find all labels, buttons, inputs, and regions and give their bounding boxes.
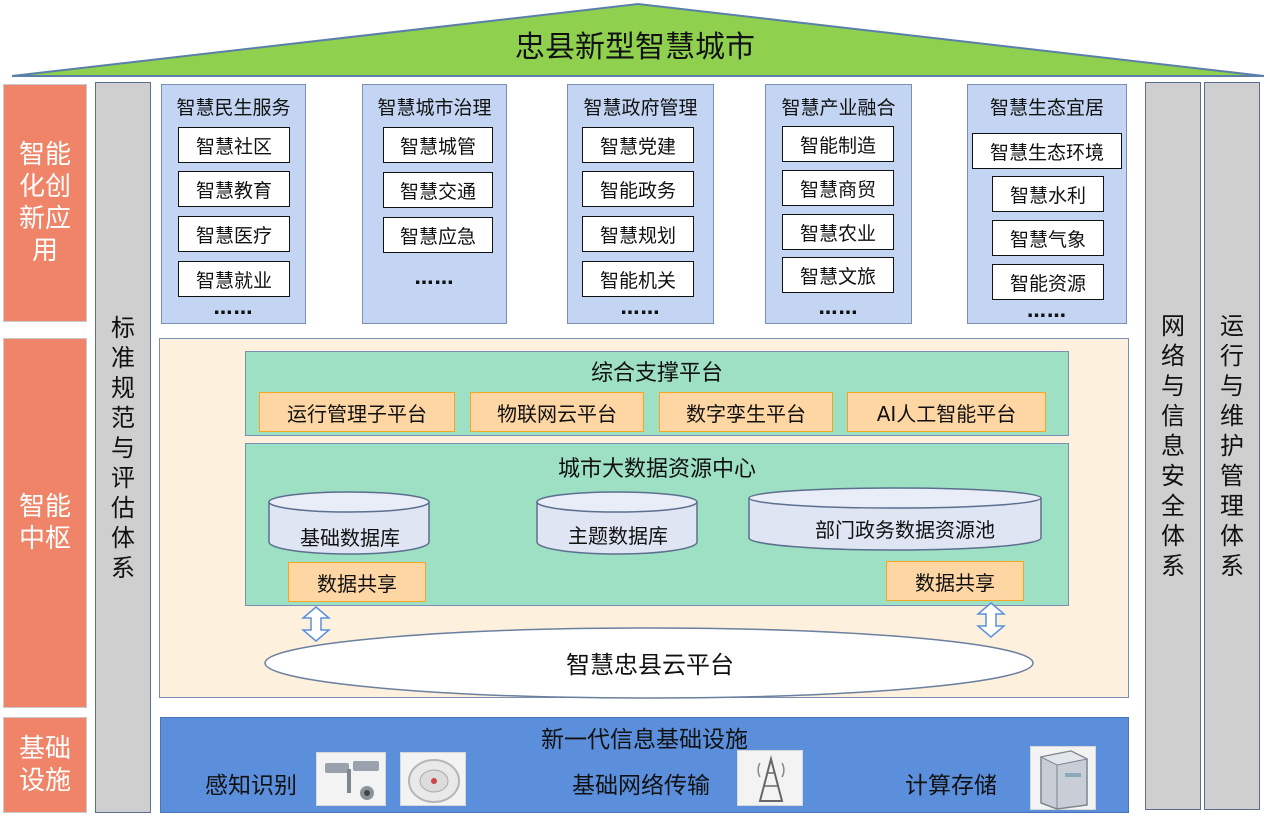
platform-item: 数字孪生平台 [659,392,833,432]
pillar-char: 系 [1220,552,1244,580]
pillar-char: 系 [111,553,135,582]
operations-pillar: 运 行 与 维 护 管 理 体 系 [1204,82,1260,810]
app-item: 智能机关 [582,261,694,297]
pillar-char: 体 [111,523,135,552]
app-item: 智能政务 [582,171,694,207]
more-ellipsis: …… [1027,300,1067,322]
cloud-platform-ellipse [264,627,1034,699]
app-column-industry: 智慧产业融合 智能制造 智慧商贸 智慧农业 智慧文旅 …… [765,84,912,324]
standards-pillar: 标 准 规 范 与 评 估 体 系 [95,82,151,813]
app-item: 智慧水利 [992,176,1104,212]
pillar-char: 标 [111,313,135,342]
app-item: 智能资源 [992,264,1104,300]
pillar-char: 运 [1220,312,1244,340]
app-item: 智慧文旅 [782,257,894,293]
app-item: 智慧规划 [582,216,694,252]
app-column-livelihood: 智慧民生服务 智慧社区 智慧教育 智慧医疗 智慧就业 …… [161,84,306,324]
platform-item: 运行管理子平台 [259,392,455,432]
pillar-char: 护 [1220,432,1244,460]
support-platform: 综合支撑平台 运行管理子平台 物联网云平台 数字孪生平台 AI人工智能平台 [245,351,1069,436]
database-cylinder-department [748,487,1042,551]
database-label: 部门政务数据资源池 [815,517,995,542]
pillar-char: 信 [1161,402,1185,430]
platform-item: 物联网云平台 [470,392,644,432]
infrastructure-title: 新一代信息基础设施 [541,727,748,753]
pillar-char: 准 [111,343,135,372]
pillar-char: 行 [1220,342,1244,370]
bidirectional-arrow-icon [976,602,1006,638]
app-column-title: 智慧产业融合 [781,96,896,119]
pillar-char: 估 [111,493,135,522]
app-item: 智慧党建 [582,127,694,163]
more-ellipsis: …… [620,297,661,319]
database-cylinder-topic [536,491,698,555]
app-item: 智慧教育 [178,171,290,207]
cctv-camera-icon [316,752,386,806]
app-item: 智慧农业 [782,214,894,250]
app-column-title: 智慧城市治理 [377,96,492,119]
more-ellipsis: …… [818,297,859,319]
app-item: 智能制造 [782,126,894,162]
app-item: 智慧社区 [178,127,290,163]
app-column-governance: 智慧城市治理 智慧城管 智慧交通 智慧应急 …… [362,84,507,324]
app-item: 智慧气象 [992,220,1104,256]
app-item: 智慧医疗 [178,216,290,252]
app-item: 智慧商贸 [782,170,894,206]
pillar-char: 网 [1161,312,1185,340]
pillar-char: 理 [1220,492,1244,520]
signal-tower-icon [737,750,803,806]
pillar-char: 范 [111,403,135,432]
app-column-title: 智慧生态宜居 [989,96,1104,119]
platform-item: AI人工智能平台 [847,392,1046,432]
app-column-government: 智慧政府管理 智慧党建 智能政务 智慧规划 智能机关 …… [567,84,714,324]
page-title: 忠县新型智慧城市 [515,30,755,65]
pillar-char: 评 [111,463,135,492]
roof [11,2,1265,77]
compute-label: 计算存储 [905,773,997,799]
pillar-char: 安 [1161,462,1185,490]
app-column-title: 智慧民生服务 [176,96,291,119]
pillar-char: 体 [1220,522,1244,550]
database-label: 基础数据库 [300,525,400,550]
pillar-char: 全 [1161,492,1185,520]
pillar-char: 与 [1220,372,1244,400]
data-center-title: 城市大数据资源中心 [557,457,756,482]
pillar-char: 规 [111,373,135,402]
security-pillar: 网 络 与 信 息 安 全 体 系 [1145,82,1201,810]
more-ellipsis: …… [414,267,455,289]
layer-label-apps: 智能化创新应用 [3,84,87,322]
support-platform-title: 综合支撑平台 [590,361,723,386]
layer-label-infra: 基础设施 [3,717,87,813]
app-column-title: 智慧政府管理 [583,96,698,119]
app-item: 智慧城管 [383,127,493,163]
pillar-char: 息 [1161,432,1185,460]
pillar-char: 络 [1161,342,1185,370]
infrastructure-band: 新一代信息基础设施 感知识别 基础网络传输 计算存储 [160,717,1129,813]
app-column-ecology: 智慧生态宜居 智慧生态环境 智慧水利 智慧气象 智能资源 …… [967,84,1127,324]
cloud-platform-label: 智慧忠县云平台 [566,650,734,679]
data-share-label: 数据共享 [886,561,1024,601]
app-item: 智慧交通 [383,172,493,208]
sensing-label: 感知识别 [205,773,297,799]
layer-label-hub: 智能中枢 [3,338,87,708]
data-share-label: 数据共享 [288,562,426,602]
database-label: 主题数据库 [568,523,668,548]
network-label: 基础网络传输 [572,773,710,799]
more-ellipsis: …… [213,297,254,319]
pillar-char: 管 [1220,462,1244,490]
pillar-char: 与 [1161,372,1185,400]
app-item: 智慧生态环境 [972,133,1122,169]
smoke-detector-icon [400,752,466,806]
app-item: 智慧就业 [178,261,290,297]
pillar-char: 与 [111,433,135,462]
pillar-char: 体 [1161,522,1185,550]
app-item: 智慧应急 [383,217,493,253]
pillar-char: 系 [1161,552,1185,580]
database-cylinder-basic [268,491,430,555]
server-icon [1030,746,1096,810]
bidirectional-arrow-icon [301,606,331,642]
pillar-char: 维 [1220,402,1244,430]
